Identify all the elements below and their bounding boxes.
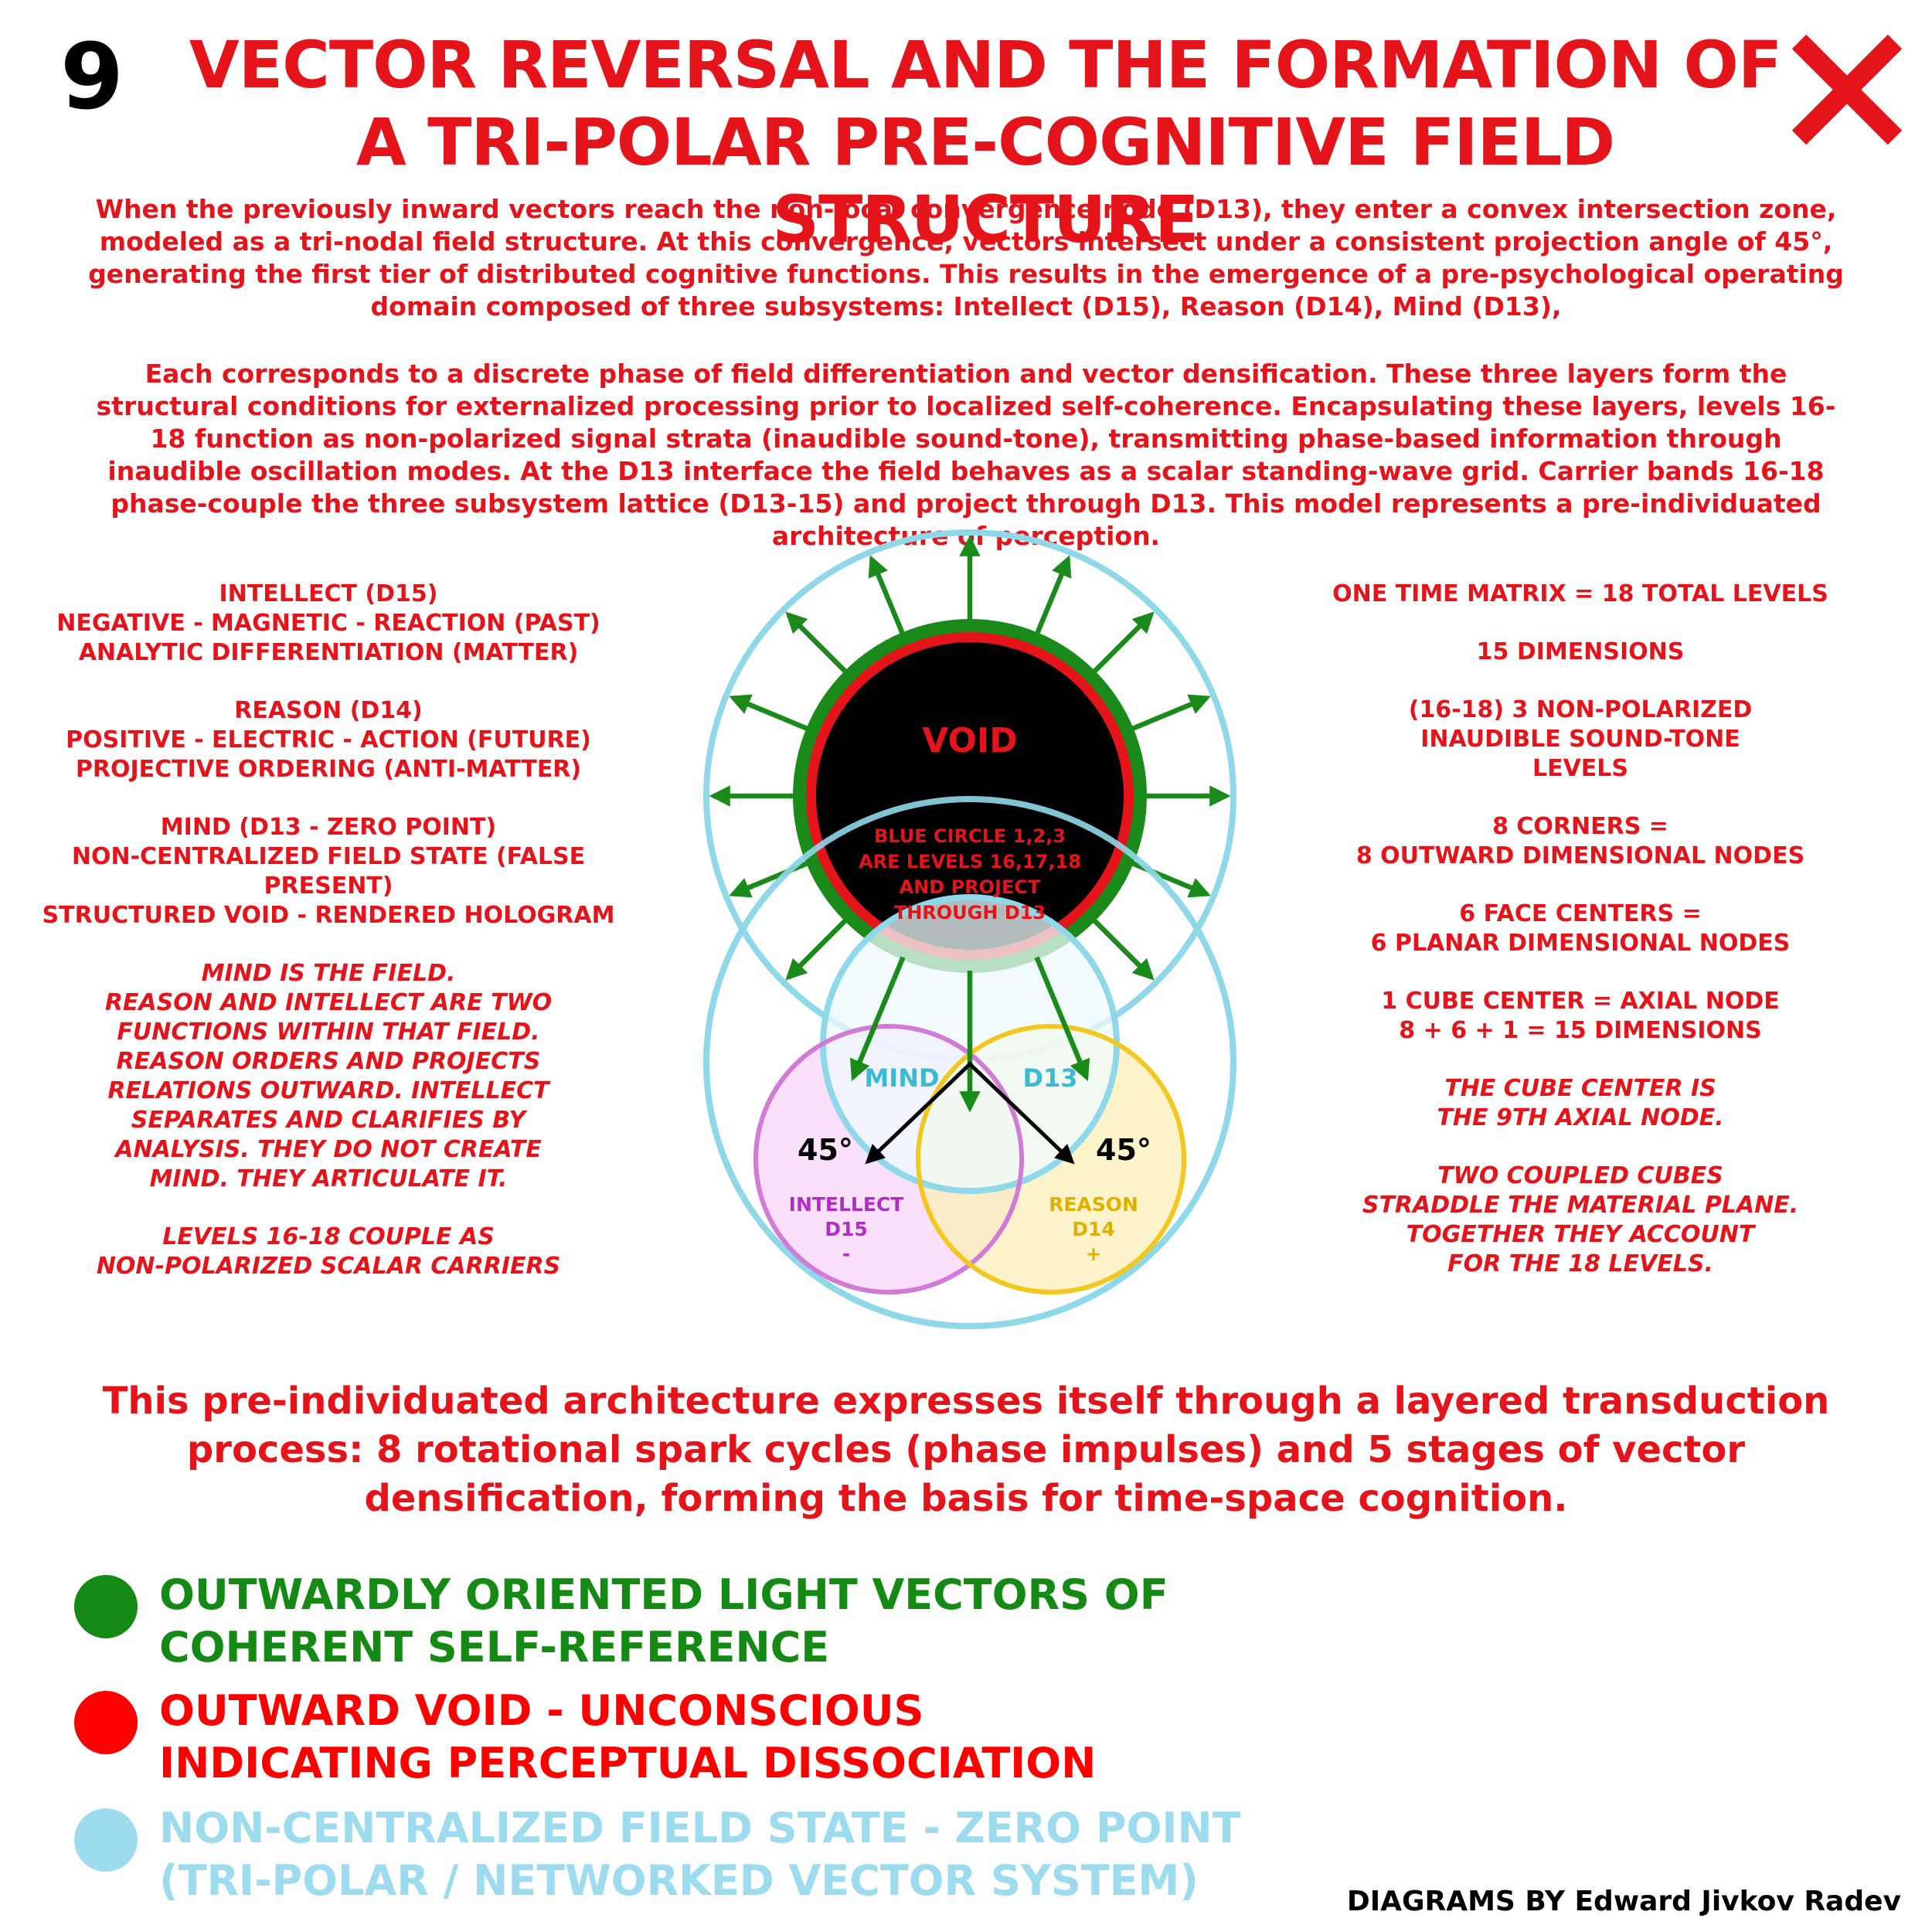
light-vector-arrow	[868, 555, 906, 636]
legend-dot	[74, 1808, 138, 1872]
left-note: LEVELS 16-18 COUPLE AS NON-POLARIZED SCA…	[96, 1223, 561, 1280]
blue-circle-note: THROUGH D13	[894, 902, 1046, 923]
right-note: 6 FACE CENTERS = 6 PLANAR DIMENSIONAL NO…	[1370, 900, 1791, 957]
light-vector-arrow	[1034, 555, 1072, 636]
summary-text: This pre-individuated architecture expre…	[102, 1379, 1830, 1520]
light-vector-arrow	[729, 694, 810, 732]
reason-label: REASON	[1049, 1193, 1138, 1216]
legend-text: OUTWARD VOID - UNCONSCIOUS INDICATING PE…	[159, 1686, 1097, 1787]
light-vector-arrow	[849, 956, 906, 1082]
left-note: MIND (D13 - ZERO POINT) NON-CENTRALIZED …	[42, 814, 615, 929]
light-vector-arrow	[1091, 917, 1155, 981]
reason-sign: +	[1086, 1243, 1102, 1265]
reason-vector-arrow	[967, 1061, 1075, 1165]
right-note: THE CUBE CENTER IS THE 9TH AXIAL NODE.	[1437, 1075, 1724, 1131]
legend-text: NON-CENTRALIZED FIELD STATE - ZERO POINT…	[159, 1804, 1241, 1905]
light-vector-arrow	[785, 917, 849, 981]
light-vector-arrow	[1091, 611, 1155, 675]
right-note: 1 CUBE CENTER = AXIAL NODE 8 + 6 + 1 = 1…	[1381, 988, 1780, 1044]
left-note: MIND IS THE FIELD. REASON AND INTELLECT …	[104, 960, 553, 1192]
d13-label: D13	[1022, 1063, 1077, 1093]
intellect-vector-arrow	[865, 1061, 973, 1165]
blue-circle-note: BLUE CIRCLE 1,2,3	[874, 825, 1066, 847]
legend-text: OUTWARDLY ORIENTED LIGHT VECTORS OF COHE…	[159, 1570, 1168, 1672]
tri-polar-field-diagram: VOID BLUE CIRCLE 1,2,3 ARE LEVELS 16,17,…	[703, 529, 1236, 1329]
legend-dot	[74, 1691, 138, 1754]
right-note: 8 CORNERS = 8 OUTWARD DIMENSIONAL NODES	[1355, 813, 1805, 869]
reason-dim: D14	[1072, 1218, 1115, 1240]
blue-circle-note: ARE LEVELS 16,17,18	[859, 851, 1081, 872]
light-vector-arrow	[785, 611, 849, 675]
right-column: ONE TIME MATRIX = 18 TOTAL LEVELS 15 DIM…	[1279, 580, 1882, 1308]
angle-right-label: 45°	[1096, 1133, 1151, 1167]
right-note: (16-18) 3 NON-POLARIZED INAUDIBLE SOUND-…	[1408, 696, 1753, 782]
angle-left-label: 45°	[798, 1133, 853, 1167]
right-note: 15 DIMENSIONS	[1476, 638, 1685, 665]
left-note: INTELLECT (D15) NEGATIVE - MAGNETIC - RE…	[56, 580, 600, 666]
intro-paragraph: When the previously inward vectors reach…	[88, 194, 1844, 321]
page-title: VECTOR REVERSAL AND THE FORMATION OF A T…	[189, 27, 1782, 257]
intellect-label: INTELLECT	[789, 1193, 904, 1216]
right-note: TWO COUPLED CUBES STRADDLE THE MATERIAL …	[1362, 1162, 1799, 1277]
intellect-sign: -	[842, 1243, 850, 1265]
page-number: 9	[60, 23, 124, 130]
intro-paragraph: Each corresponds to a discrete phase of …	[96, 359, 1836, 551]
right-note: ONE TIME MATRIX = 18 TOTAL LEVELS	[1332, 580, 1828, 607]
intellect-dim: D15	[825, 1218, 868, 1240]
mind-label: MIND	[864, 1063, 939, 1093]
left-note: REASON (D14) POSITIVE - ELECTRIC - ACTIO…	[66, 697, 591, 783]
blue-circle-note: AND PROJECT	[900, 876, 1041, 898]
void-label: VOID	[922, 721, 1018, 760]
legend-dot	[74, 1575, 138, 1638]
light-vector-arrow	[1034, 956, 1090, 1082]
close-icon[interactable]	[1785, 28, 1909, 151]
left-column: INTELLECT (D15) NEGATIVE - MAGNETIC - RE…	[27, 580, 630, 1310]
diagram-credit: DIAGRAMS BY Edward Jivkov Radev	[1346, 1886, 1901, 1917]
light-vector-arrow	[1130, 694, 1211, 732]
